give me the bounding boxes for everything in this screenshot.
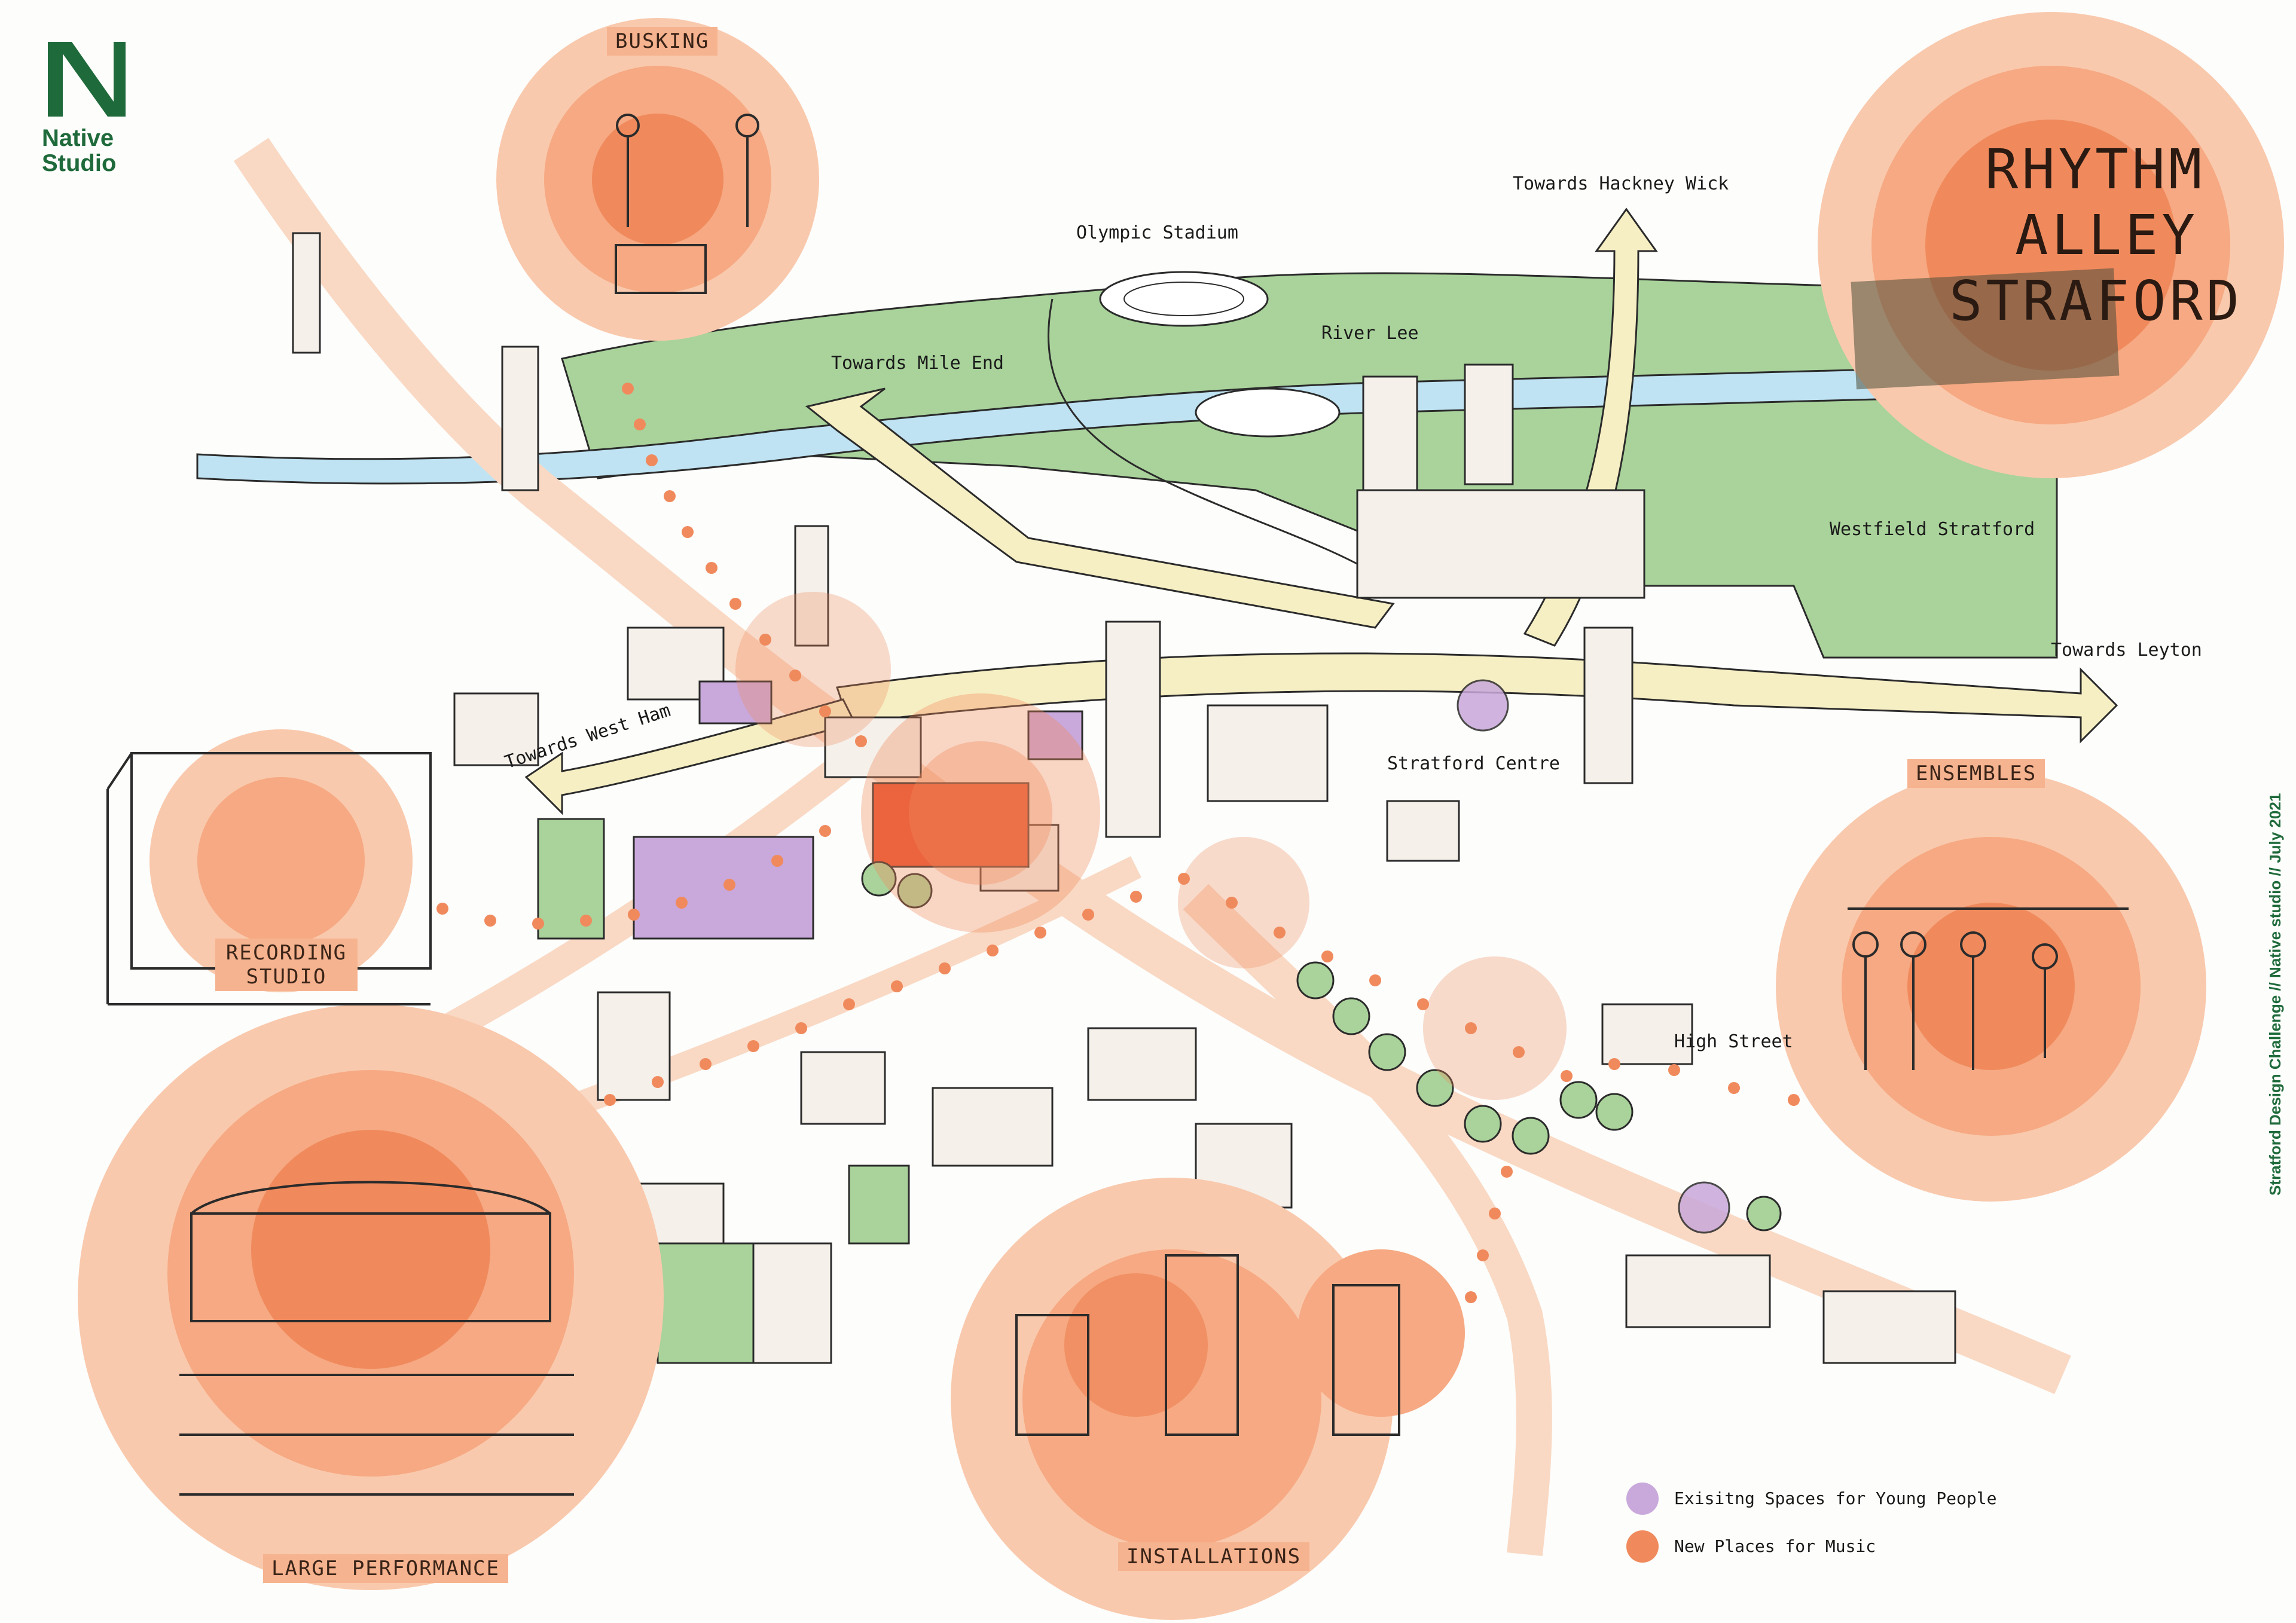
tower-6: [1362, 375, 1418, 509]
existing-space-5: [1678, 1181, 1730, 1234]
route-west-ham-arrow: [524, 698, 857, 815]
title-rhythm: RHYTHM: [1985, 137, 2206, 201]
label-high-street: High Street: [1674, 1031, 1793, 1052]
buildings: [292, 232, 1956, 1364]
tag-installations: INSTALLATIONS: [1118, 1542, 1310, 1571]
scene-figures: [106, 114, 2129, 1496]
native-studio-logo: Native Studio: [36, 36, 144, 176]
block-d: [1386, 800, 1460, 862]
scene-recording-circle: [149, 729, 413, 992]
existing-space-2: [698, 680, 773, 725]
block-b: [824, 716, 922, 778]
legend-label-new: New Places for Music: [1674, 1536, 1876, 1556]
tag-ensembles: ENSEMBLES: [1907, 759, 2045, 788]
tower-2: [501, 346, 539, 491]
credit-line: Stratford Design Challenge // Native stu…: [2266, 793, 2284, 1196]
title-overlay-band: [1851, 268, 2120, 390]
scene-installations-circle: [951, 1178, 1465, 1620]
westfield-block: [1356, 489, 1645, 599]
label-towards-leyton: Towards Leyton: [2051, 640, 2202, 661]
block-k: [1822, 1290, 1956, 1364]
title-straford: STRAFORD: [1949, 269, 2243, 333]
existing-space-4: [1457, 679, 1509, 732]
existing-space-3: [1027, 710, 1083, 760]
tag-busking: BUSKING: [607, 27, 718, 56]
route-mile-end-arrow: [805, 387, 1395, 629]
legend-swatch-new: [1626, 1530, 1659, 1563]
scene-busking-circle: [496, 18, 819, 341]
road-south: [1183, 884, 1552, 1556]
small-parks: [537, 818, 910, 1364]
logo-mark-icon: [48, 42, 126, 117]
tower-5: [1583, 626, 1634, 784]
block-m: [746, 1242, 832, 1364]
tower-1: [292, 232, 321, 354]
label-towards-mile-end: Towards Mile End: [831, 353, 1004, 374]
block-p: [453, 692, 539, 766]
scene-ensembles-circle: [1776, 771, 2206, 1202]
label-river-lee: River Lee: [1321, 323, 1419, 344]
scene-large-performance-circle: [78, 1004, 664, 1590]
stadium-road: [1047, 298, 1376, 575]
tag-large-performance: LARGE PERFORMANCE: [263, 1554, 508, 1583]
existing-space-1: [633, 836, 814, 940]
music-hub-block: [872, 782, 1030, 868]
existing-spaces: [633, 679, 1730, 1234]
logo-text-studio: Studio: [42, 150, 117, 176]
trees: [861, 861, 1782, 1231]
block-h: [1087, 1027, 1197, 1101]
block-j: [1625, 1254, 1771, 1328]
label-towards-hackney-wick: Towards Hackney Wick: [1513, 173, 1729, 194]
island: [1195, 387, 1341, 438]
title-alley: ALLEY: [2015, 203, 2199, 267]
block-c: [1207, 704, 1329, 802]
tag-recording-studio: RECORDING STUDIO: [215, 939, 358, 991]
block-n: [1601, 1003, 1693, 1065]
block-f: [800, 1051, 886, 1125]
tower-7: [1464, 363, 1514, 485]
legend-label-existing: Exisitng Spaces for Young People: [1674, 1488, 1997, 1508]
logo-text-native: Native: [42, 125, 114, 151]
label-stratford-centre: Stratford Centre: [1387, 753, 1560, 774]
tower-4: [1105, 621, 1161, 838]
tower-3: [794, 525, 829, 647]
olympic-stadium-inner: [1123, 282, 1244, 316]
label-olympic-stadium: Olympic Stadium: [1076, 222, 1238, 243]
map-music-glows: [735, 592, 1567, 1100]
label-westfield-stratford: Westfield Stratford: [1830, 519, 2035, 540]
block-g: [932, 1087, 1054, 1167]
legend-swatch-existing: [1626, 1483, 1659, 1515]
olympic-stadium: [1099, 271, 1269, 327]
